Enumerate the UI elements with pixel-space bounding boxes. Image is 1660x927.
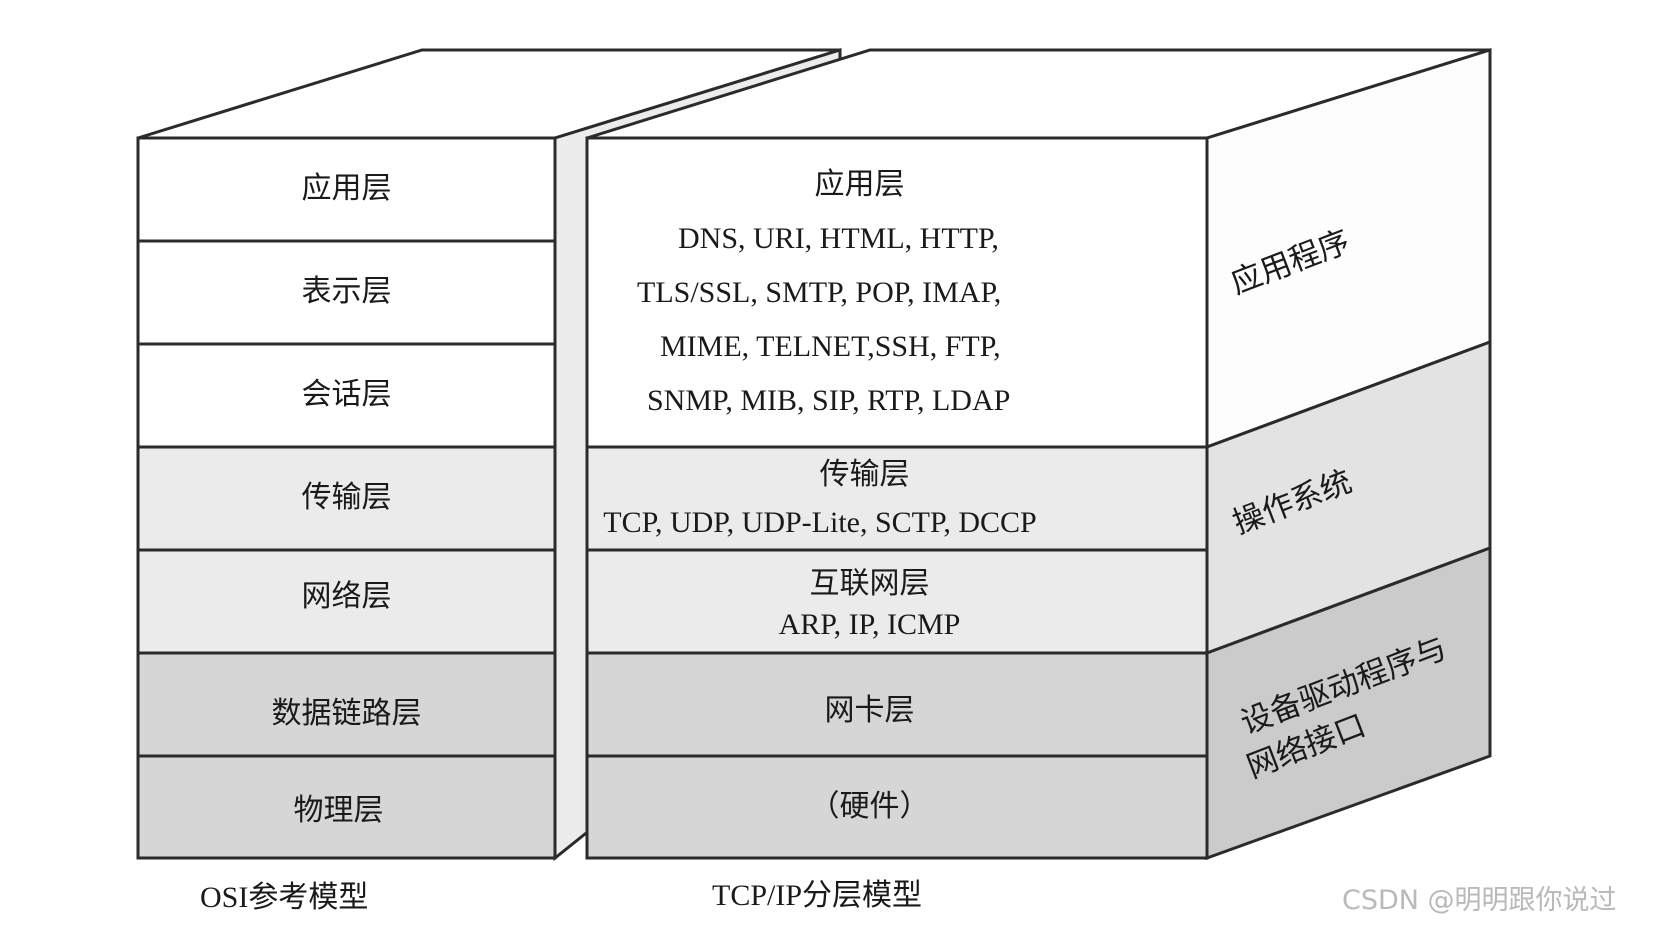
csdn-watermark: CSDN @明明跟你说过	[1342, 885, 1617, 916]
tcpip-application-protocols-4: SNMP, MIB, SIP, RTP, LDAP	[647, 384, 1011, 417]
tcpip-row-hardware	[585, 754, 1209, 860]
osi-row-physical	[136, 754, 557, 860]
tcpip-transport-protocols: TCP, UDP, UDP-Lite, SCTP, DCCP	[603, 506, 1037, 539]
tcpip-layer-transport: 传输层	[819, 458, 910, 491]
osi-layer-physical: 物理层	[293, 794, 384, 827]
osi-layer-transport: 传输层	[301, 481, 392, 514]
tcpip-row-link	[585, 651, 1209, 758]
tcpip-application-protocols-2: TLS/SSL, SMTP, POP, IMAP,	[637, 276, 1002, 309]
tcpip-internet-protocols: ARP, IP, ICMP	[778, 608, 961, 641]
osi-row-presentation	[136, 239, 557, 346]
osi-layer-application: 应用层	[301, 172, 392, 205]
tcpip-caption: TCP/IP分层模型	[712, 879, 923, 912]
tcpip-layer-link: 网卡层	[824, 694, 915, 727]
tcpip-row-internet	[585, 548, 1209, 655]
osi-layer-network: 网络层	[301, 580, 392, 613]
osi-caption: OSI参考模型	[200, 881, 369, 914]
osi-layer-presentation: 表示层	[301, 275, 392, 308]
osi-layer-session: 会话层	[301, 378, 392, 411]
tcpip-application-protocols-3: MIME, TELNET,SSH, FTP,	[660, 330, 1001, 363]
osi-row-application	[136, 136, 557, 243]
osi-layer-datalink: 数据链路层	[271, 697, 422, 730]
tcpip-row-application	[585, 136, 1209, 449]
tcpip-layer-application: 应用层	[814, 168, 905, 201]
tcpip-layer-internet: 互联网层	[809, 567, 930, 600]
tcpip-row-transport	[585, 445, 1209, 552]
tcpip-application-protocols-1: DNS, URI, HTML, HTTP,	[678, 222, 999, 255]
tcpip-layer-hardware: （硬件）	[809, 790, 930, 823]
